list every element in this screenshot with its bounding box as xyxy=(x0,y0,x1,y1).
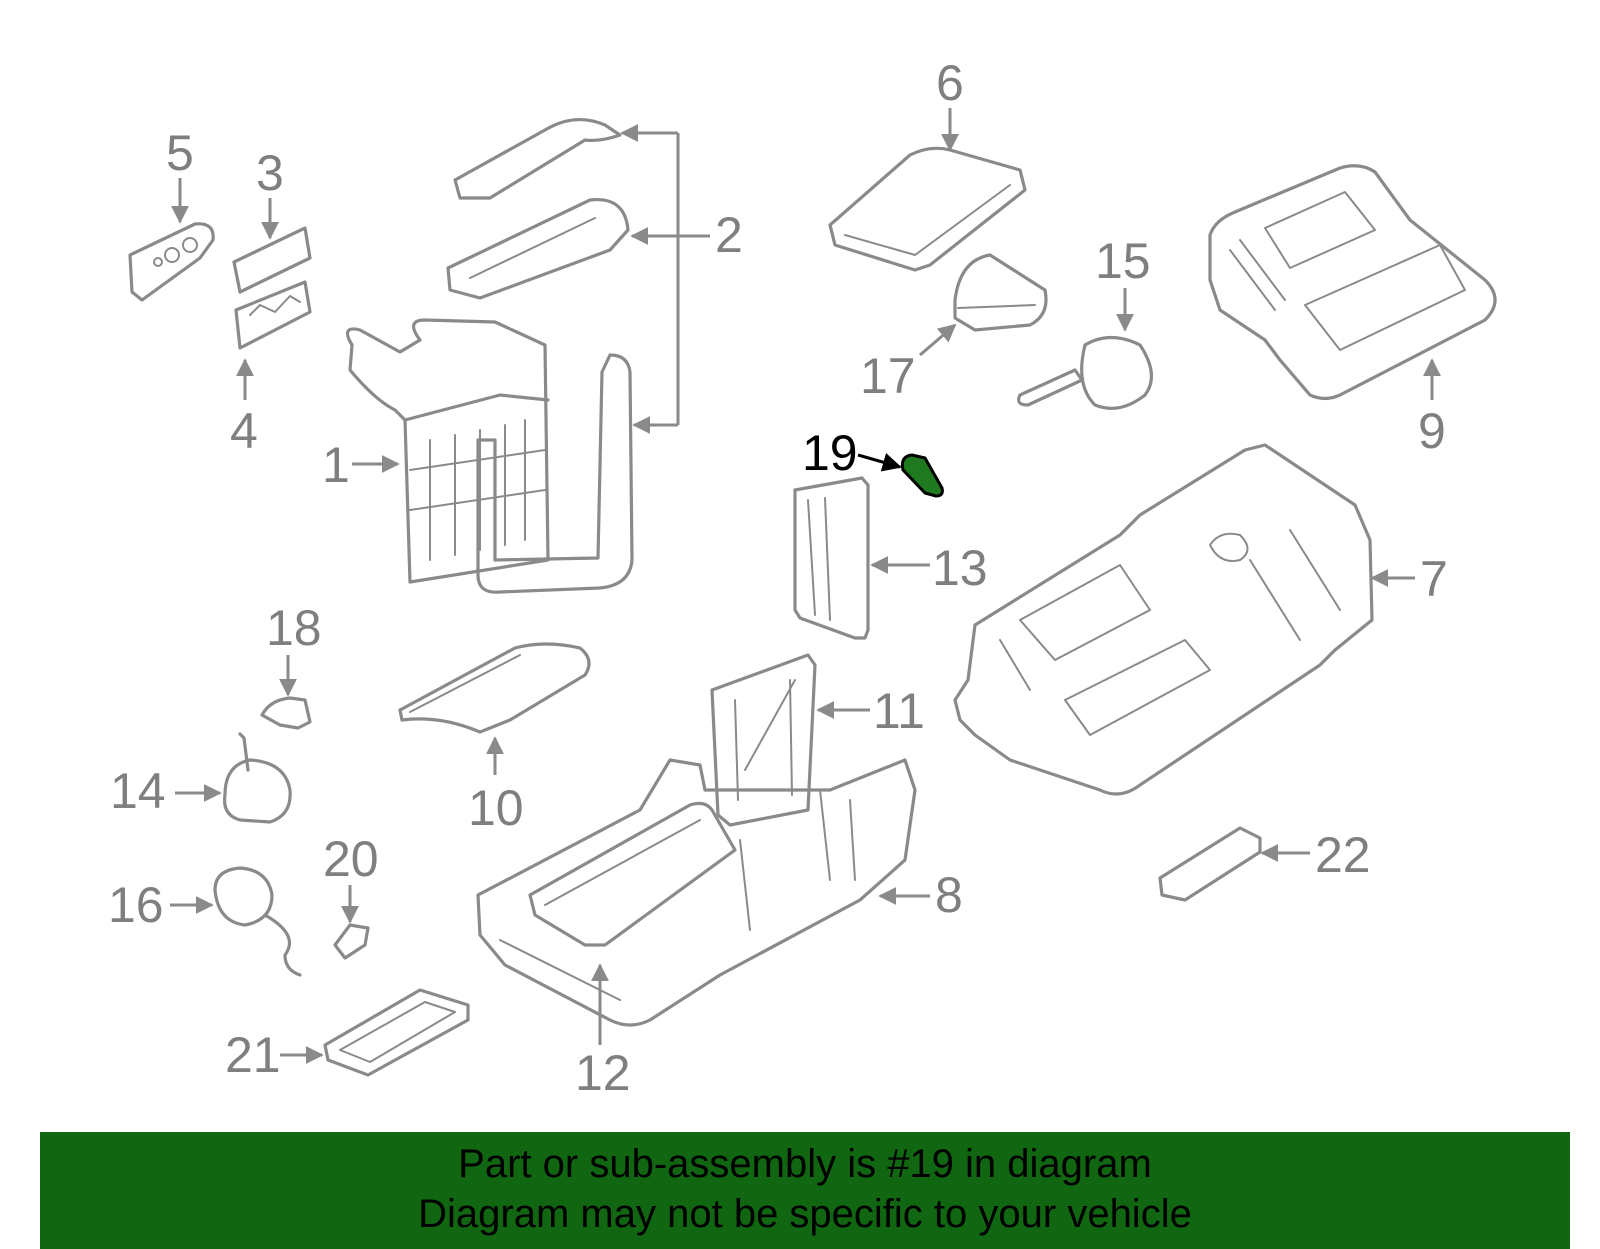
part-2-drawing xyxy=(446,117,634,594)
part-9-drawing xyxy=(1208,164,1497,401)
info-banner: Part or sub-assembly is #19 in diagram D… xyxy=(40,1132,1570,1249)
callout-15: 15 xyxy=(1095,233,1151,289)
callout-16: 16 xyxy=(108,877,164,933)
part-7-drawing xyxy=(953,443,1374,796)
callout-3: 3 xyxy=(256,145,284,201)
banner-line-1: Part or sub-assembly is #19 in diagram xyxy=(458,1142,1152,1186)
callout-9: 9 xyxy=(1418,403,1446,459)
part-18-drawing xyxy=(260,696,312,730)
part-16-drawing xyxy=(213,866,302,977)
part-13-drawing xyxy=(793,476,870,640)
callout-7: 7 xyxy=(1420,551,1448,607)
callout-13: 13 xyxy=(932,540,988,596)
callout-19: 19 xyxy=(802,425,858,481)
part-17-drawing xyxy=(953,253,1048,332)
callout-6: 6 xyxy=(936,55,964,111)
part-4-drawing xyxy=(234,280,312,350)
part-6-drawing xyxy=(828,146,1027,272)
part-1-drawing xyxy=(345,318,550,584)
part-21-drawing xyxy=(323,988,470,1077)
callout-5: 5 xyxy=(166,125,194,181)
leader-lines xyxy=(170,108,1441,1064)
part-3-drawing xyxy=(232,226,312,294)
callout-1: 1 xyxy=(322,437,350,493)
callout-11: 11 xyxy=(873,683,925,739)
part-11-drawing xyxy=(710,653,817,827)
part-14-drawing xyxy=(222,732,292,824)
callout-12: 12 xyxy=(575,1045,631,1101)
callout-4: 4 xyxy=(230,403,258,459)
callout-18: 18 xyxy=(266,600,322,656)
callout-21: 21 xyxy=(225,1027,281,1083)
callout-labels: 1 2 3 4 5 6 7 8 9 10 11 12 13 14 15 16 1… xyxy=(108,55,1448,1101)
callout-8: 8 xyxy=(935,867,963,923)
callout-20: 20 xyxy=(323,831,379,887)
part-15-drawing xyxy=(1017,335,1153,410)
part-19-drawing xyxy=(900,453,944,498)
part-12-drawing xyxy=(528,801,737,947)
part-10-drawing xyxy=(398,642,591,734)
part-20-drawing xyxy=(333,923,370,960)
part-22-drawing xyxy=(1158,826,1262,902)
part-5-drawing xyxy=(128,222,215,302)
callout-22: 22 xyxy=(1315,827,1371,883)
callout-2: 2 xyxy=(715,207,743,263)
callout-17: 17 xyxy=(860,348,916,404)
part-8-drawing xyxy=(476,758,917,1027)
callout-10: 10 xyxy=(468,780,524,836)
banner-line-2: Diagram may not be specific to your vehi… xyxy=(418,1192,1192,1236)
callout-14: 14 xyxy=(110,763,166,819)
